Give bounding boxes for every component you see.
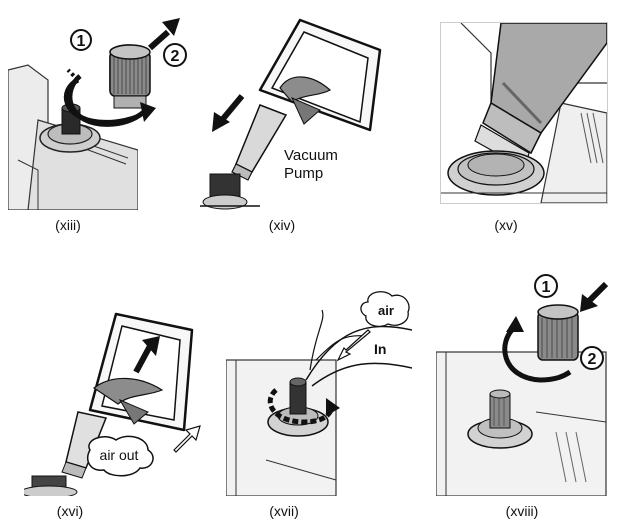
pump-label: Pump	[284, 165, 323, 182]
step-1-label: 1	[77, 33, 86, 50]
caption-xvi: (xvi)	[56, 503, 84, 519]
panel-xv	[440, 22, 608, 204]
panel-xviii: 1 2	[436, 262, 626, 496]
step-2-label: 2	[588, 351, 597, 368]
caption-xv: (xv)	[494, 217, 518, 233]
vacuum-label: Vacuum	[284, 147, 338, 164]
step-2-marker: 2	[163, 43, 187, 67]
in-label: In	[374, 341, 386, 357]
air-out-label: air out	[100, 447, 139, 463]
caption-xviii: (xviii)	[505, 503, 539, 519]
air-label: air	[378, 303, 394, 318]
valve-cap-install-illustration: 1 2	[436, 274, 609, 496]
caption-xiii: (xiii)	[55, 217, 81, 233]
step-1-label: 1	[542, 279, 551, 296]
panel-xiii-overlay	[67, 18, 180, 127]
pump-release-illustration: air out	[24, 312, 201, 496]
panel-xvi: air out	[24, 300, 214, 496]
caption-xvii: (xvii)	[269, 503, 299, 519]
vacuum-pump-illustration: Vacuum Pump	[200, 18, 382, 210]
panel-xvii: air In	[226, 290, 412, 496]
inflate-valve-illustration: air In	[226, 291, 412, 496]
pump-seated-illustration	[441, 23, 607, 203]
panel-xiv: Vacuum Pump	[200, 10, 410, 210]
step-2-label: 2	[171, 48, 180, 65]
caption-xiv: (xiv)	[268, 217, 296, 233]
